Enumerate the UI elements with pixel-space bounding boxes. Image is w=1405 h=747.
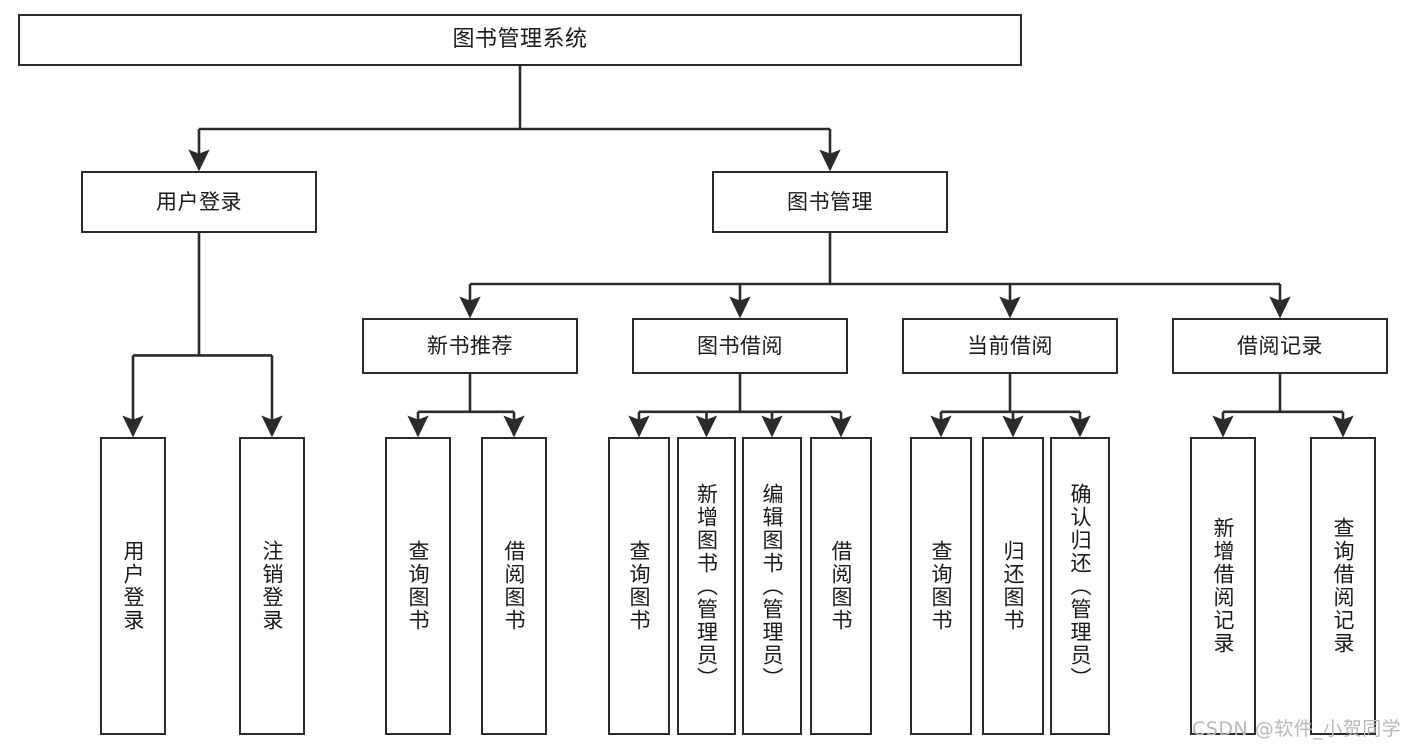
node-label: 新增借阅记录 bbox=[1211, 517, 1236, 655]
node-label: 图书管理系统 bbox=[452, 27, 588, 53]
node-leaf-bw-add[interactable]: 新增图书（管理员） bbox=[677, 437, 736, 735]
node-leaf-rec-add[interactable]: 新增借阅记录 bbox=[1190, 437, 1256, 735]
node-root[interactable]: 图书管理系统 bbox=[18, 14, 1022, 66]
node-leaf-cur-query[interactable]: 查询图书 bbox=[910, 437, 972, 735]
node-label: 新书推荐 bbox=[427, 333, 513, 358]
node-leaf-rec-query[interactable]: 查询借阅记录 bbox=[1310, 437, 1376, 735]
node-leaf-cur-return[interactable]: 归还图书 bbox=[982, 437, 1044, 735]
node-label: 新增图书（管理员） bbox=[694, 482, 719, 690]
node-label: 借阅图书 bbox=[829, 540, 854, 632]
node-label: 图书借阅 bbox=[697, 333, 783, 358]
node-label: 归还图书 bbox=[1001, 540, 1026, 632]
node-leaf-nb-borrow[interactable]: 借阅图书 bbox=[481, 437, 547, 735]
node-leaf-bw-edit[interactable]: 编辑图书（管理员） bbox=[742, 437, 802, 735]
node-label: 当前借阅 bbox=[967, 333, 1053, 358]
node-label: 查询借阅记录 bbox=[1331, 517, 1356, 655]
node-label: 注销登录 bbox=[260, 540, 285, 632]
node-label: 查询图书 bbox=[406, 540, 431, 632]
csdn-watermark: CSDN @软件_小贺同学 bbox=[1192, 718, 1402, 740]
node-label: 查询图书 bbox=[627, 540, 652, 632]
node-label: 借阅图书 bbox=[502, 540, 527, 632]
node-bookmgmt[interactable]: 图书管理 bbox=[712, 171, 948, 233]
node-login[interactable]: 用户登录 bbox=[81, 171, 317, 233]
node-label: 查询图书 bbox=[929, 540, 954, 632]
node-leaf-user-login[interactable]: 用户登录 bbox=[100, 437, 166, 735]
node-label: 用户登录 bbox=[121, 540, 146, 632]
node-records[interactable]: 借阅记录 bbox=[1172, 318, 1388, 374]
node-label: 借阅记录 bbox=[1237, 333, 1323, 358]
node-current[interactable]: 当前借阅 bbox=[902, 318, 1118, 374]
node-leaf-cur-confirm[interactable]: 确认归还（管理员） bbox=[1050, 437, 1110, 735]
node-leaf-user-logout[interactable]: 注销登录 bbox=[239, 437, 305, 735]
node-label: 编辑图书（管理员） bbox=[760, 482, 785, 690]
node-borrow[interactable]: 图书借阅 bbox=[632, 318, 848, 374]
node-newbook[interactable]: 新书推荐 bbox=[362, 318, 578, 374]
node-label: 确认归还（管理员） bbox=[1068, 482, 1093, 690]
node-label: 用户登录 bbox=[156, 189, 242, 214]
node-label: 图书管理 bbox=[787, 189, 873, 214]
node-leaf-bw-borrow[interactable]: 借阅图书 bbox=[810, 437, 872, 735]
node-leaf-bw-query[interactable]: 查询图书 bbox=[608, 437, 670, 735]
node-leaf-nb-query[interactable]: 查询图书 bbox=[385, 437, 451, 735]
